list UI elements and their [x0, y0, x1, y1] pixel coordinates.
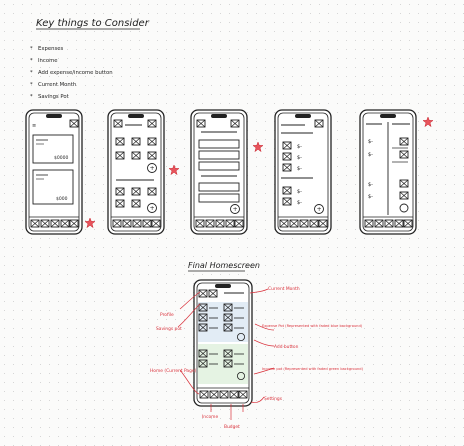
label-settings: Settings [264, 396, 283, 402]
wireframe-phone-2: + + [108, 110, 164, 234]
label-home: Home (Current Page) [150, 368, 197, 374]
svg-text:$-: $- [297, 144, 302, 150]
bullet-label: Income [38, 58, 58, 64]
bullet-label: Savings Pot [38, 94, 69, 100]
wireframe-phone-3: + [191, 110, 247, 234]
svg-text:$0000: $0000 [54, 155, 68, 161]
wireframe-phone-1: ≡ $0000 $000 [26, 110, 82, 234]
svg-text:$000: $000 [56, 196, 68, 202]
bullet-item: * [30, 58, 33, 64]
star-icon [252, 141, 264, 152]
bullet-item: * [30, 46, 33, 52]
bullet-label: Expenses [38, 46, 63, 52]
label-expense-pot: Expense Pot (Represented with faded blue… [262, 324, 363, 328]
label-current-month: Current Month [268, 286, 300, 292]
svg-text:$-: $- [297, 166, 302, 172]
bullet-item: * [30, 70, 33, 76]
wireframe-phone-4: $- $- $- $- $- + [275, 110, 331, 234]
bullet-item: * [30, 82, 33, 88]
star-icon [422, 116, 434, 127]
svg-text:$-: $- [368, 139, 373, 145]
svg-text:+: + [150, 165, 155, 172]
svg-text:$-: $- [368, 194, 373, 200]
bullet-list: * Expenses * Income * Add expense/income… [30, 46, 113, 100]
label-income-tab: Income [202, 414, 218, 420]
header: Key things to Consider * Expenses * Inco… [30, 18, 150, 100]
final-title: Final Homescreen [188, 261, 260, 270]
bullet-label: Add expense/income button [38, 70, 113, 76]
svg-text:+: + [233, 206, 238, 213]
star-icon [84, 217, 96, 228]
svg-text:≡: ≡ [32, 123, 36, 129]
label-savings-pot: Savings pot [156, 326, 182, 332]
annotations [177, 288, 275, 420]
svg-text:+: + [150, 205, 155, 212]
label-add-button: Add button [274, 344, 299, 350]
svg-text:$-: $- [368, 182, 373, 188]
label-budget-tab: Budget [224, 424, 240, 430]
svg-text:$-: $- [297, 155, 302, 161]
label-income-pot: Income pot (Represented with faded green… [262, 367, 364, 371]
bullet-item: * [30, 94, 33, 100]
svg-text:$-: $- [368, 152, 373, 158]
svg-text:$-: $- [297, 200, 302, 206]
bullet-label: Current Month [38, 82, 76, 88]
label-profile: Profile [160, 312, 174, 318]
svg-text:+: + [317, 206, 322, 213]
wireframe-phone-5: $- $- $- $- [360, 110, 416, 234]
annotation-labels: Profile Savings pot Home (Current Page) … [150, 286, 364, 430]
page-title: Key things to Consider [36, 18, 150, 29]
svg-text:$-: $- [297, 189, 302, 195]
final-homescreen-phone [193, 279, 253, 407]
star-icon [168, 164, 180, 175]
